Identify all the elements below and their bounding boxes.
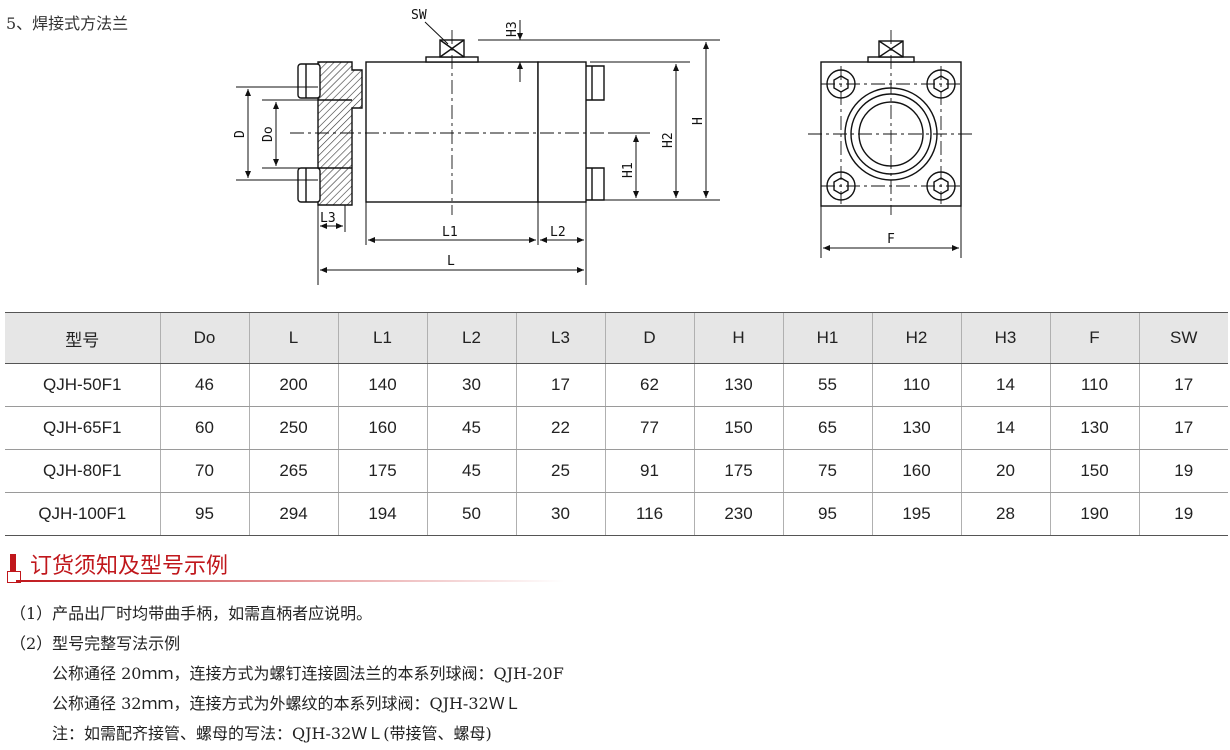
table-cell: 50 bbox=[426, 492, 516, 536]
table-row: QJH-100F1 95 294 194 50 30 116 230 95 19… bbox=[5, 492, 1228, 536]
table-cell: 160 bbox=[871, 449, 961, 493]
table-cell: 175 bbox=[337, 449, 427, 493]
table-cell: 150 bbox=[693, 406, 783, 450]
table-cell: 14 bbox=[960, 363, 1050, 407]
col-header: L bbox=[248, 312, 338, 364]
table-cell: 30 bbox=[426, 363, 516, 407]
label-h2: H2 bbox=[661, 132, 676, 148]
table-cell: QJH-100F1 bbox=[5, 492, 160, 536]
table-cell: 17 bbox=[1138, 363, 1228, 407]
title-underline bbox=[16, 580, 564, 582]
section-marker-bar bbox=[10, 554, 16, 578]
table-cell: QJH-65F1 bbox=[5, 406, 160, 450]
order-section-title: 订货须知及型号示例 bbox=[30, 553, 229, 578]
table-row: QJH-50F1 46 200 140 30 17 62 130 55 110 … bbox=[5, 363, 1228, 407]
table-cell: 95 bbox=[159, 492, 249, 536]
col-header: H2 bbox=[871, 312, 961, 364]
table-cell: 110 bbox=[1049, 363, 1139, 407]
table-cell: 75 bbox=[782, 449, 872, 493]
table-cell: 45 bbox=[426, 406, 516, 450]
table-cell: 194 bbox=[337, 492, 427, 536]
col-header: F bbox=[1049, 312, 1139, 364]
table-cell: 160 bbox=[337, 406, 427, 450]
col-header: L2 bbox=[426, 312, 516, 364]
table-cell: 65 bbox=[782, 406, 872, 450]
table-cell: 195 bbox=[871, 492, 961, 536]
table-cell: 25 bbox=[515, 449, 605, 493]
table-cell: 30 bbox=[515, 492, 605, 536]
side-dimension-labels: SW H3 H H2 H1 D Do L3 L1 L2 L bbox=[233, 8, 706, 269]
table-cell: 190 bbox=[1049, 492, 1139, 536]
col-header: SW bbox=[1138, 312, 1228, 364]
table-cell: QJH-50F1 bbox=[5, 363, 160, 407]
label-h3: H3 bbox=[505, 21, 520, 37]
table-cell: 95 bbox=[782, 492, 872, 536]
table-cell: 45 bbox=[426, 449, 516, 493]
label-l2: L2 bbox=[550, 225, 566, 240]
table-cell: 70 bbox=[159, 449, 249, 493]
table-cell: 265 bbox=[248, 449, 338, 493]
table-cell: 17 bbox=[515, 363, 605, 407]
order-section-header: 订货须知及型号示例 bbox=[6, 552, 566, 584]
note-item: 注：如需配齐接管、螺母的写法：QJH-32ＷＬ(带接管、螺母) bbox=[52, 724, 492, 743]
col-header: H1 bbox=[782, 312, 872, 364]
table-cell: 55 bbox=[782, 363, 872, 407]
label-l: L bbox=[447, 254, 455, 269]
col-header: Do bbox=[159, 312, 249, 364]
table-cell: 60 bbox=[159, 406, 249, 450]
note-item: （1）产品出厂时均带曲手柄，如需直柄者应说明。 bbox=[10, 604, 373, 623]
table-cell: 17 bbox=[1138, 406, 1228, 450]
table-cell: 77 bbox=[604, 406, 694, 450]
table-cell: 91 bbox=[604, 449, 694, 493]
section-title: 5、焊接式方法兰 bbox=[6, 14, 129, 33]
label-f: F bbox=[887, 232, 895, 247]
table-cell: 130 bbox=[871, 406, 961, 450]
table-cell: 230 bbox=[693, 492, 783, 536]
note-item: （2）型号完整写法示例 bbox=[10, 634, 181, 653]
table-cell: QJH-80F1 bbox=[5, 449, 160, 493]
table-cell: 20 bbox=[960, 449, 1050, 493]
col-header: L3 bbox=[515, 312, 605, 364]
table-cell: 62 bbox=[604, 363, 694, 407]
table-cell: 116 bbox=[604, 492, 694, 536]
table-cell: 175 bbox=[693, 449, 783, 493]
note-item: 公称通径 20ｍｍ，连接方式为螺钉连接圆法兰的本系列球阀：QJH-20F bbox=[52, 664, 564, 683]
flange-drawing: SW H3 H H2 H1 D Do L3 L1 L2 L bbox=[233, 8, 975, 285]
table-cell: 150 bbox=[1049, 449, 1139, 493]
label-h1: H1 bbox=[621, 162, 636, 178]
label-do: Do bbox=[261, 126, 276, 142]
label-l1: L1 bbox=[442, 225, 458, 240]
label-sw: SW bbox=[411, 8, 427, 23]
table-row: QJH-80F1 70 265 175 45 25 91 175 75 160 … bbox=[5, 449, 1228, 493]
label-l3: L3 bbox=[320, 211, 336, 226]
col-header: D bbox=[604, 312, 694, 364]
table-cell: 250 bbox=[248, 406, 338, 450]
table-cell: 19 bbox=[1138, 492, 1228, 536]
table-cell: 46 bbox=[159, 363, 249, 407]
table-cell: 14 bbox=[960, 406, 1050, 450]
note-item: 公称通径 32ｍｍ，连接方式为外螺纹的本系列球阀：QJH-32ＷＬ bbox=[52, 694, 521, 713]
table-cell: 130 bbox=[693, 363, 783, 407]
table-cell: 130 bbox=[1049, 406, 1139, 450]
table-cell: 110 bbox=[871, 363, 961, 407]
col-header: L1 bbox=[337, 312, 427, 364]
side-dimensions bbox=[236, 20, 720, 285]
table-cell: 140 bbox=[337, 363, 427, 407]
col-header: H bbox=[693, 312, 783, 364]
table-row: QJH-65F1 60 250 160 45 22 77 150 65 130 … bbox=[5, 406, 1228, 450]
table-cell: 22 bbox=[515, 406, 605, 450]
spec-table: 型号 Do L L1 L2 L3 D H H1 H2 H3 F SW QJH-5… bbox=[5, 312, 1228, 536]
col-header: 型号 bbox=[5, 312, 160, 364]
table-cell: 294 bbox=[248, 492, 338, 536]
front-view bbox=[808, 30, 975, 258]
col-header: H3 bbox=[960, 312, 1050, 364]
label-h: H bbox=[691, 117, 706, 125]
table-cell: 200 bbox=[248, 363, 338, 407]
label-d: D bbox=[233, 130, 248, 138]
table-header-row: 型号 Do L L1 L2 L3 D H H1 H2 H3 F SW bbox=[5, 312, 1228, 364]
table-cell: 28 bbox=[960, 492, 1050, 536]
side-view bbox=[290, 30, 610, 215]
table-cell: 19 bbox=[1138, 449, 1228, 493]
